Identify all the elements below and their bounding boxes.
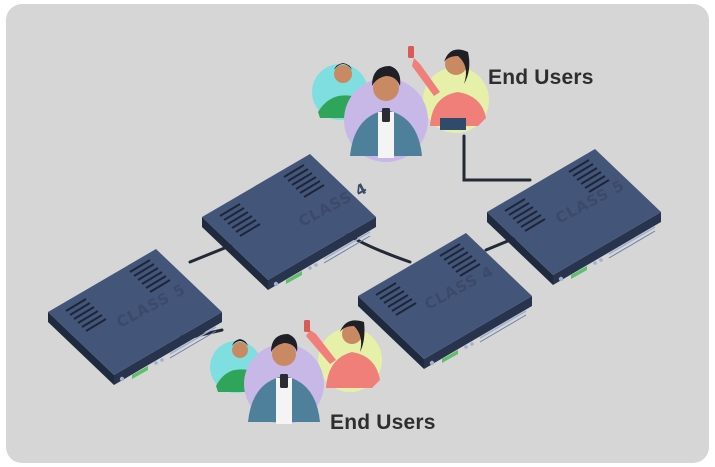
class5-switch-right: CLASS 5 — [486, 148, 662, 286]
end-users-bottom-label: End Users — [330, 411, 436, 434]
class5-switch-left: CLASS 5 — [47, 248, 223, 386]
cable-users-top-class5 — [462, 134, 532, 182]
end-users-top-group — [312, 46, 489, 162]
end-users-bottom-group — [210, 320, 382, 424]
class4-switch-left: CLASS 4 — [201, 153, 377, 291]
class4-switch-right: CLASS 4 — [357, 232, 533, 370]
end-users-top-label: End Users — [488, 66, 594, 89]
